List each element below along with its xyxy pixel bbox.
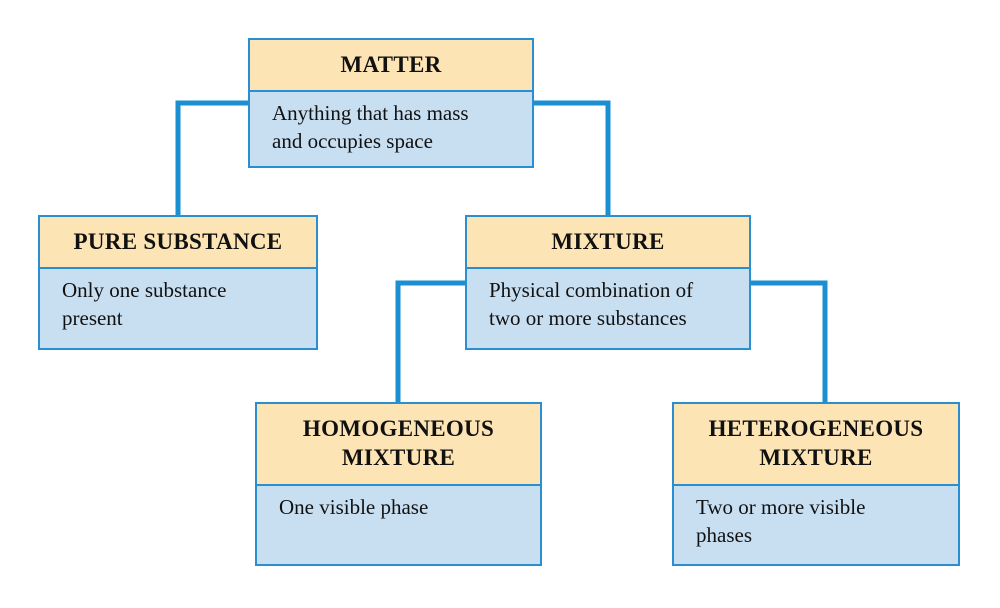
node-heterogeneous-desc-line-1: Two or more visible (696, 495, 866, 519)
node-mixture-desc-line-2: two or more substances (489, 305, 687, 330)
node-pure-substance: PURE SUBSTANCE Only one substance presen… (38, 215, 318, 350)
node-matter-desc-line-1: Anything that has mass (272, 101, 469, 125)
node-pure-substance-title: PURE SUBSTANCE (40, 217, 316, 269)
node-mixture-description: Physical combination of two or more subs… (467, 269, 749, 332)
node-homogeneous-title-line-2: MIXTURE (341, 445, 456, 470)
node-heterogeneous-desc-line-2: phases (696, 522, 752, 547)
node-heterogeneous-description: Two or more visible phases (674, 486, 958, 549)
node-heterogeneous-title-line-2: MIXTURE (759, 445, 873, 470)
node-heterogeneous-title-line-1: HETEROGENEOUS (708, 416, 924, 442)
node-homogeneous-title-line-1: HOMOGENEOUS (302, 416, 495, 442)
node-heterogeneous-title: HETEROGENEOUS MIXTURE (674, 404, 958, 486)
node-pure-substance-description: Only one substance present (40, 269, 316, 332)
node-mixture-title: MIXTURE (467, 217, 749, 269)
node-pure-substance-desc-line-1: Only one substance (62, 278, 227, 302)
node-matter-description: Anything that has mass and occupies spac… (250, 92, 532, 155)
node-pure-substance-desc-line-2: present (62, 305, 123, 330)
node-homogeneous-description: One visible phase (257, 486, 540, 522)
node-heterogeneous-mixture: HETEROGENEOUS MIXTURE Two or more visibl… (672, 402, 960, 566)
node-matter: MATTER Anything that has mass and occupi… (248, 38, 534, 168)
node-mixture-desc-line-1: Physical combination of (489, 278, 694, 302)
node-homogeneous-title: HOMOGENEOUS MIXTURE (257, 404, 540, 486)
node-mixture: MIXTURE Physical combination of two or m… (465, 215, 751, 350)
connector-matter-to-pure (175, 100, 248, 215)
node-matter-title: MATTER (250, 40, 532, 92)
node-matter-desc-line-2: and occupies space (272, 128, 433, 153)
node-homogeneous-mixture: HOMOGENEOUS MIXTURE One visible phase (255, 402, 542, 566)
connector-mixture-to-heterogeneous (751, 280, 828, 402)
node-homogeneous-desc-line-1: One visible phase (279, 495, 429, 519)
connector-mixture-to-homogeneous (395, 280, 465, 402)
connector-matter-to-mixture (534, 100, 611, 215)
